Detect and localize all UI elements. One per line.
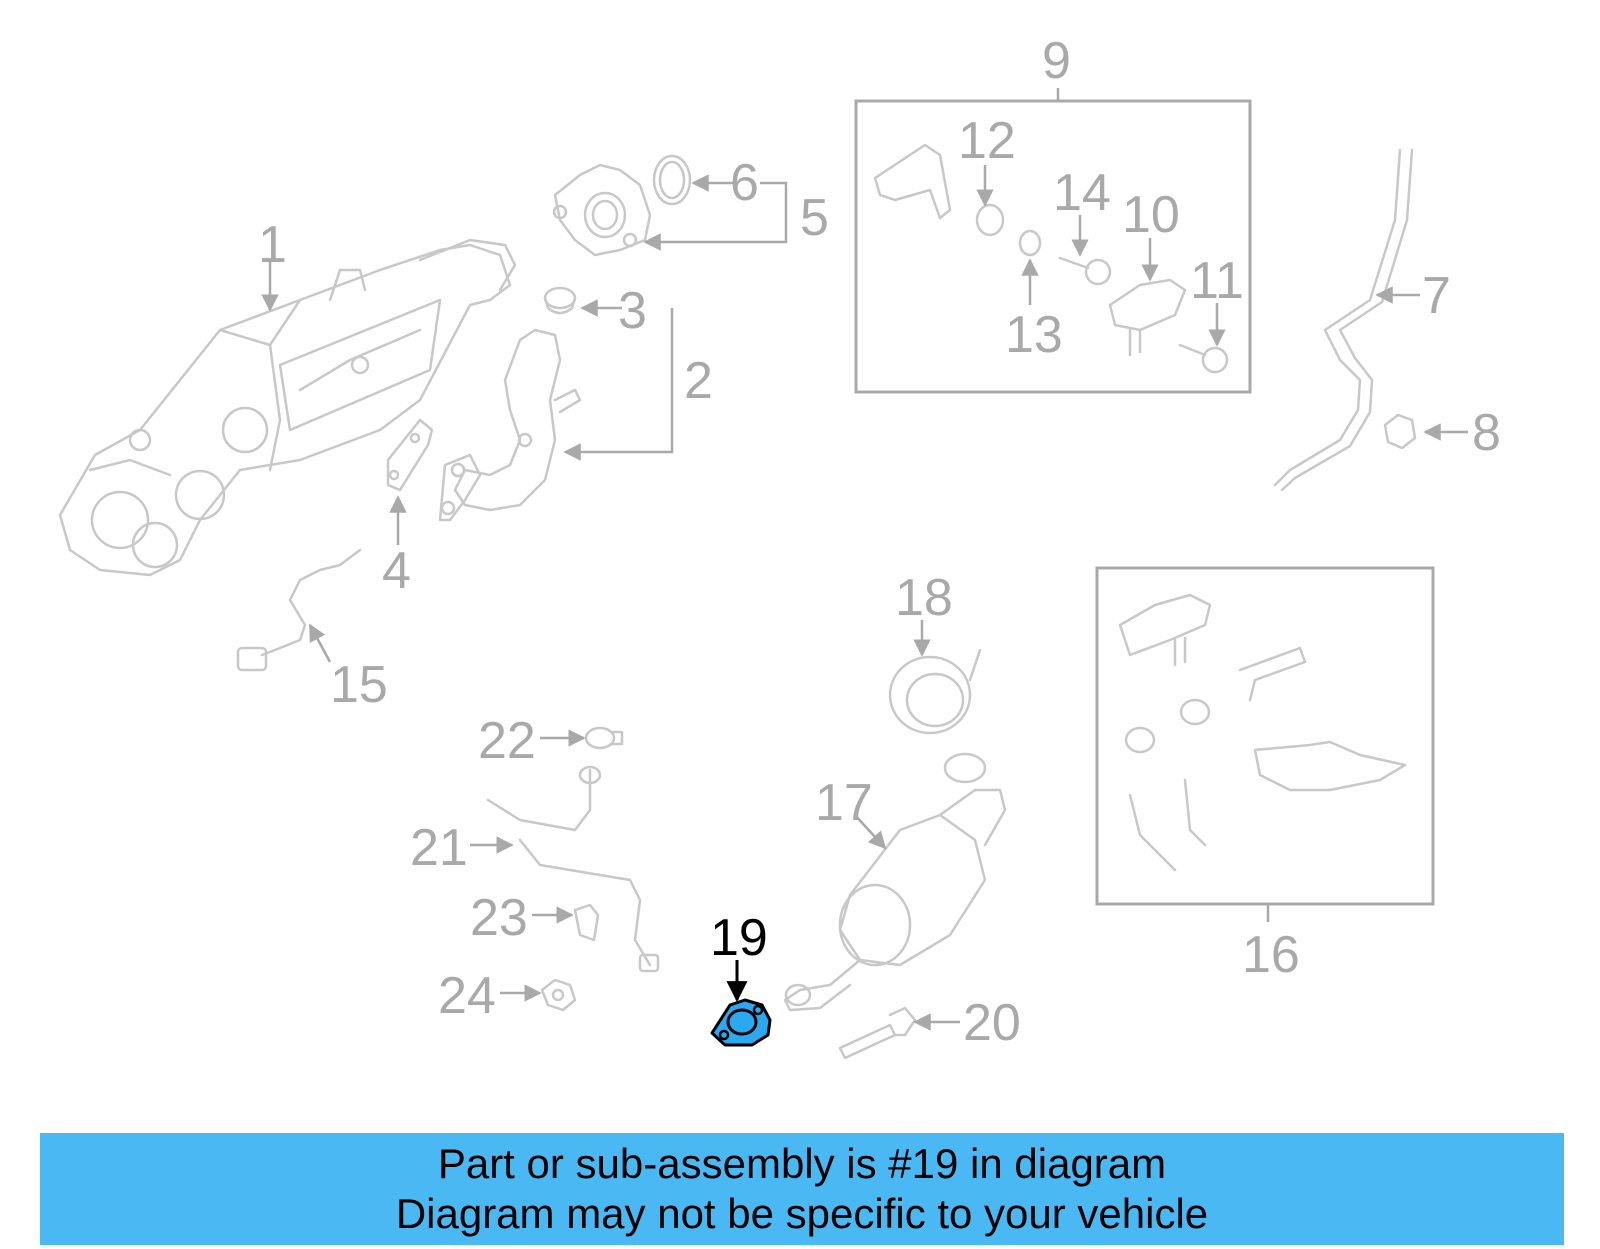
- callout-labels: 1 2 3 4 5 6 7 8 9 10 11 12 13 14 15 16 1…: [258, 32, 1501, 1052]
- callout-17[interactable]: 17: [815, 774, 873, 832]
- callout-7[interactable]: 7: [1422, 267, 1451, 325]
- part-5-valve-housing: [552, 163, 652, 257]
- callout-10[interactable]: 10: [1122, 186, 1180, 244]
- box-16: [1095, 566, 1435, 906]
- info-banner: Part or sub-assembly is #19 in diagram D…: [40, 1133, 1564, 1245]
- part-24-nut: [540, 978, 577, 1012]
- callout-6[interactable]: 6: [730, 154, 759, 212]
- part-18-ring: [888, 648, 982, 735]
- part-20-bolt: [838, 1006, 917, 1060]
- part-9-group: [873, 143, 1229, 374]
- part-3-seal: [543, 286, 577, 315]
- callout-16[interactable]: 16: [1242, 926, 1300, 984]
- part-23-clip: [573, 903, 600, 942]
- callout-9[interactable]: 9: [1042, 32, 1071, 90]
- callout-1[interactable]: 1: [258, 216, 287, 274]
- callout-4[interactable]: 4: [382, 542, 411, 600]
- part-8-nut: [1383, 413, 1417, 450]
- part-4-gasket: [386, 418, 434, 492]
- callout-2[interactable]: 2: [684, 352, 713, 410]
- callout-3[interactable]: 3: [618, 282, 647, 340]
- callout-18[interactable]: 18: [895, 569, 953, 627]
- callout-8[interactable]: 8: [1472, 404, 1501, 462]
- callout-14[interactable]: 14: [1053, 164, 1111, 222]
- part-22-clamp: [584, 726, 624, 750]
- callout-21[interactable]: 21: [410, 819, 468, 877]
- callout-13[interactable]: 13: [1005, 306, 1063, 364]
- part-2-egr-pipe: [438, 328, 582, 522]
- banner-line-1: Part or sub-assembly is #19 in diagram: [437, 1140, 1167, 1187]
- part-16-group: [1118, 593, 1407, 872]
- callout-24[interactable]: 24: [438, 967, 496, 1025]
- part-19-gasket[interactable]: [710, 998, 772, 1047]
- part-17-filter: [783, 752, 1007, 1012]
- callout-15[interactable]: 15: [330, 656, 388, 714]
- part-15-sensor: [236, 548, 362, 672]
- banner-line-2: Diagram may not be specific to your vehi…: [395, 1190, 1209, 1237]
- box-9: [854, 99, 1252, 394]
- callout-12[interactable]: 12: [958, 112, 1016, 170]
- callout-19[interactable]: 19: [710, 909, 768, 967]
- part-6-o-ring: [652, 154, 692, 206]
- part-21-pipe: [486, 765, 660, 973]
- leader-lines: [261, 88, 1468, 1031]
- callout-20[interactable]: 20: [963, 994, 1021, 1052]
- callout-23[interactable]: 23: [470, 889, 528, 947]
- part-1-egr-cooler: [58, 238, 517, 577]
- part-7-tube: [1273, 148, 1414, 492]
- callout-11[interactable]: 11: [1190, 252, 1244, 310]
- callout-22[interactable]: 22: [478, 712, 536, 770]
- callout-5[interactable]: 5: [800, 189, 829, 247]
